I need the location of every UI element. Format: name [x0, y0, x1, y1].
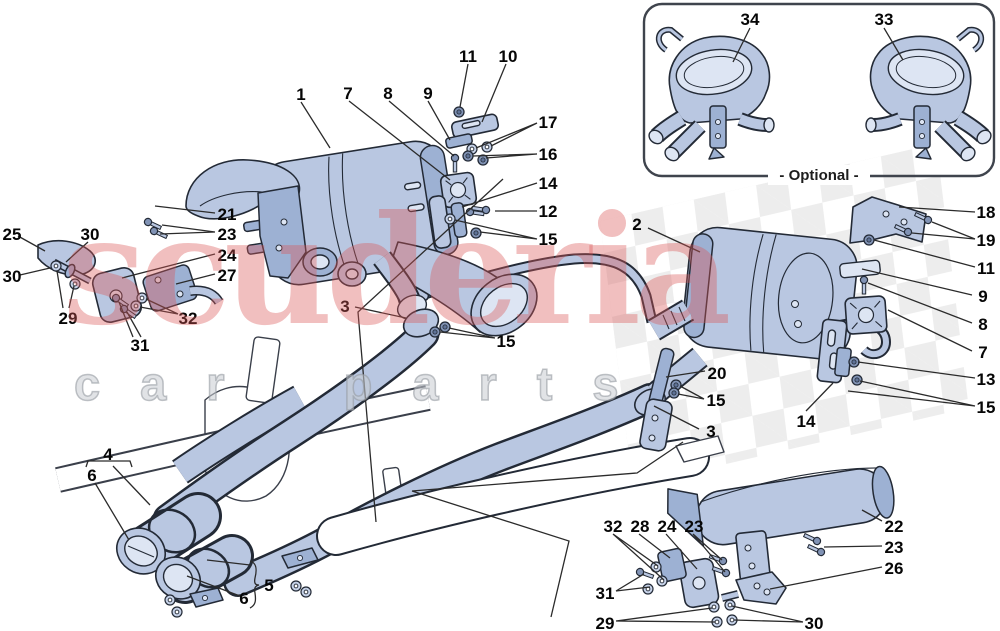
clamp-nut — [439, 321, 451, 333]
tailpipes — [116, 492, 319, 618]
callout-23-b: 23 — [685, 517, 704, 536]
callout-20: 20 — [708, 364, 727, 383]
callout-labels: 34 33 1 7 8 9 11 10 17 16 14 12 15 21 23… — [3, 10, 996, 631]
callout-21: 21 — [218, 205, 237, 224]
callout-32: 32 — [179, 309, 198, 328]
callout-30-c: 30 — [805, 614, 824, 631]
optional-inset-box: - Optional - — [644, 2, 994, 185]
callout-32-b: 32 — [604, 517, 623, 536]
optional-silencer-33 — [866, 30, 994, 164]
front-pipe-left-bank — [172, 385, 307, 484]
callout-5: 5 — [264, 576, 273, 595]
right-silencer — [633, 226, 892, 452]
callout-11: 11 — [459, 47, 477, 66]
right-bracket-hardware — [839, 196, 934, 335]
group-bracket-4 — [85, 460, 133, 468]
optional-caption: - Optional - — [779, 167, 858, 184]
callout-7-b: 7 — [978, 343, 987, 362]
callout-16: 16 — [539, 145, 558, 164]
callout-25: 25 — [3, 225, 22, 244]
callout-13: 13 — [977, 370, 996, 389]
callout-8-b: 8 — [978, 315, 987, 334]
group-brace-5 — [249, 560, 260, 609]
callout-26: 26 — [885, 559, 904, 578]
callout-30-a: 30 — [81, 225, 100, 244]
callout-29-b: 29 — [596, 614, 615, 631]
callout-23-c: 23 — [885, 538, 904, 557]
leader-lines — [17, 27, 976, 623]
optional-silencer-34 — [646, 30, 774, 164]
heat-insulation-sleeve — [318, 439, 708, 554]
callout-28: 28 — [631, 517, 650, 536]
callout-23: 23 — [218, 225, 237, 244]
callout-15-b: 15 — [497, 332, 516, 351]
callout-30-b: 30 — [3, 267, 22, 286]
callout-19: 19 — [977, 231, 996, 250]
callout-14-b: 14 — [797, 412, 816, 431]
callout-33: 33 — [875, 10, 894, 29]
callout-31: 31 — [131, 336, 150, 355]
callout-15: 15 — [539, 230, 558, 249]
callout-29: 29 — [59, 309, 78, 328]
front-heat-shield-assembly — [37, 159, 307, 324]
callout-9-b: 9 — [978, 287, 987, 306]
callout-17: 17 — [539, 113, 558, 132]
callout-4: 4 — [103, 445, 113, 464]
callout-24-b: 24 — [658, 517, 677, 536]
callout-8: 8 — [383, 84, 392, 103]
callout-11-b: 11 — [977, 259, 995, 278]
callout-12: 12 — [539, 202, 558, 221]
callout-15-d: 15 — [707, 391, 726, 410]
callout-27: 27 — [218, 266, 237, 285]
callout-14: 14 — [539, 174, 558, 193]
callout-31-b: 31 — [596, 584, 615, 603]
callout-34: 34 — [741, 10, 760, 29]
callout-2: 2 — [632, 215, 641, 234]
callout-18: 18 — [977, 203, 996, 222]
callout-1: 1 — [296, 85, 305, 104]
callout-22: 22 — [885, 517, 904, 536]
callout-10: 10 — [499, 47, 518, 66]
callout-6-b: 6 — [239, 589, 248, 608]
callout-24: 24 — [218, 246, 237, 265]
callout-15-c: 15 — [977, 398, 996, 417]
clamp-nut — [429, 326, 441, 338]
callout-9: 9 — [423, 84, 432, 103]
callout-3-a: 3 — [340, 297, 349, 316]
callout-3-b: 3 — [706, 422, 715, 441]
callout-6-a: 6 — [87, 466, 96, 485]
rear-heat-shield-assembly — [634, 465, 895, 628]
callout-7: 7 — [343, 84, 352, 103]
